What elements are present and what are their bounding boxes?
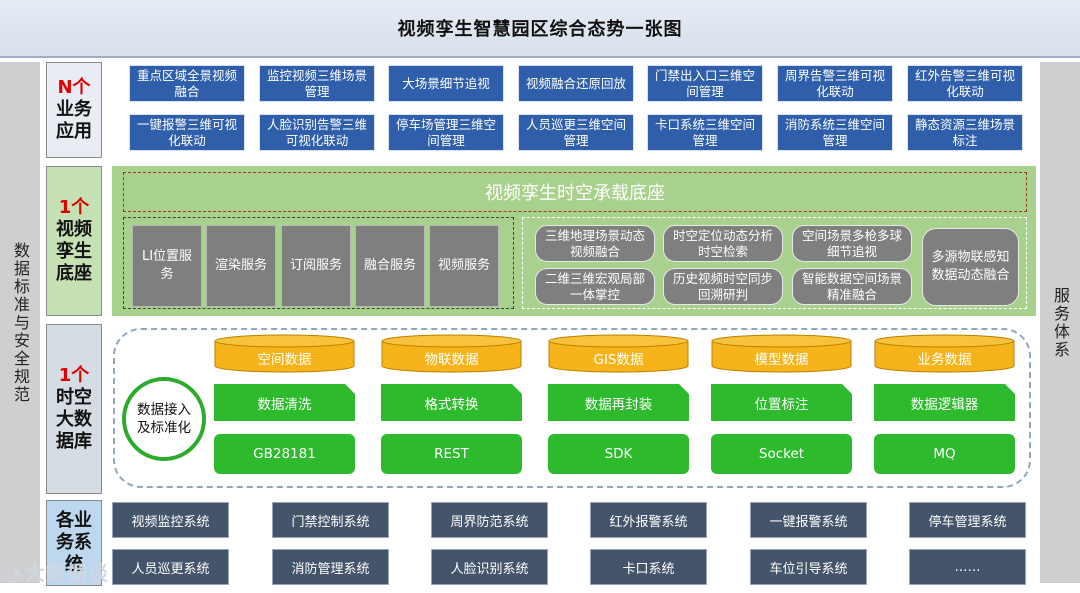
- capability-pill[interactable]: 历史视频时空同步回溯研判: [663, 268, 783, 305]
- protocol-box[interactable]: Socket: [711, 434, 852, 474]
- left-side-label: 数据标准与安全规范: [11, 241, 30, 404]
- capability-pill-large[interactable]: 多源物联感知数据动态融合: [922, 228, 1019, 306]
- processing-box[interactable]: 格式转换: [381, 384, 522, 421]
- database-cylinder[interactable]: 业务数据: [874, 334, 1015, 374]
- watermark-text: 大数据谈: [24, 561, 109, 585]
- cylinder-shape: [381, 334, 522, 373]
- app-box[interactable]: 一键报警三维可视化联动: [129, 114, 245, 151]
- service-box[interactable]: 订阅服务: [281, 225, 351, 307]
- service-box[interactable]: LI位置服务: [132, 225, 202, 307]
- layer-count: N个: [57, 77, 91, 98]
- protocol-box[interactable]: MQ: [874, 434, 1015, 474]
- layer-name: 业务应用: [56, 99, 92, 142]
- layer-label-business-systems: 各业务系统: [46, 500, 102, 586]
- processing-box[interactable]: 数据再封装: [548, 384, 689, 421]
- title-bar: 视频孪生智慧园区综合态势一张图: [0, 0, 1080, 58]
- app-box[interactable]: 重点区域全景视频融合: [129, 65, 245, 102]
- system-box[interactable]: ……: [909, 549, 1026, 585]
- system-box[interactable]: 人员巡更系统: [112, 549, 229, 585]
- system-box[interactable]: 视频监控系统: [112, 502, 229, 538]
- database-label: 物联数据: [424, 352, 479, 368]
- twin-base-header: 视频孪生时空承载底座: [123, 172, 1027, 212]
- left-side-bar: 数据标准与安全规范: [0, 62, 40, 583]
- capabilities-group: [522, 217, 1027, 309]
- database-label: 模型数据: [754, 352, 809, 368]
- system-box[interactable]: 红外报警系统: [590, 502, 707, 538]
- database-label: GIS数据: [593, 352, 644, 368]
- database-cylinder[interactable]: 空间数据: [214, 334, 355, 374]
- cylinder-shape: [548, 334, 689, 373]
- system-box[interactable]: 车位引导系统: [750, 549, 867, 585]
- capability-pill[interactable]: 三维地理场景动态视频融合: [535, 225, 655, 262]
- layer-name: 视频孪生底座: [56, 219, 92, 284]
- processing-box[interactable]: 数据清洗: [214, 384, 355, 421]
- services-group: [123, 217, 514, 309]
- database-label: 空间数据: [257, 352, 312, 368]
- app-box[interactable]: 大场景细节追视: [388, 65, 504, 102]
- database-cylinder[interactable]: 模型数据: [711, 334, 852, 374]
- service-box[interactable]: 视频服务: [429, 225, 499, 307]
- right-side-label: 服务体系: [1051, 286, 1070, 359]
- app-box[interactable]: 监控视频三维场景管理: [259, 65, 375, 102]
- service-box[interactable]: 渲染服务: [206, 225, 276, 307]
- app-box[interactable]: 红外告警三维可视化联动: [907, 65, 1023, 102]
- layer-label-business-apps: N个 业务应用: [46, 62, 102, 158]
- layer-name: 时空大数据库: [56, 387, 92, 452]
- layer-count: 1个: [58, 365, 90, 386]
- capability-pill[interactable]: 空间场景多枪多球细节追视: [792, 225, 912, 262]
- system-box[interactable]: 卡口系统: [590, 549, 707, 585]
- cylinder-shape: [214, 334, 355, 373]
- app-box[interactable]: 门禁出入口三维空间管理: [647, 65, 763, 102]
- processing-box[interactable]: 位置标注: [711, 384, 852, 421]
- app-box[interactable]: 人员巡更三维空间管理: [518, 114, 634, 151]
- system-box[interactable]: 周界防范系统: [431, 502, 548, 538]
- app-box[interactable]: 视频融合还原回放: [518, 65, 634, 102]
- database-label: 业务数据: [917, 352, 972, 368]
- watermark: ◔大数据谈: [6, 557, 109, 586]
- database-cylinder[interactable]: 物联数据: [381, 334, 522, 374]
- app-box[interactable]: 周界告警三维可视化联动: [777, 65, 893, 102]
- layer-label-twin-base: 1个 视频孪生底座: [46, 166, 102, 316]
- service-box[interactable]: 融合服务: [355, 225, 425, 307]
- right-side-bar: 服务体系: [1040, 62, 1080, 583]
- system-box[interactable]: 消防管理系统: [272, 549, 389, 585]
- data-access-circle[interactable]: 数据接入及标准化: [122, 377, 206, 461]
- protocol-box[interactable]: REST: [381, 434, 522, 474]
- chat-bubble-icon: ◔: [6, 564, 23, 585]
- cylinder-shape: [874, 334, 1015, 373]
- capability-pill[interactable]: 智能数据空间场景精准融合: [792, 268, 912, 305]
- system-box[interactable]: 门禁控制系统: [272, 502, 389, 538]
- system-box[interactable]: 停车管理系统: [909, 502, 1026, 538]
- capability-pill[interactable]: 时空定位动态分析时空检索: [663, 225, 783, 262]
- layer-count: 1个: [58, 197, 90, 218]
- page-title: 视频孪生智慧园区综合态势一张图: [397, 19, 683, 40]
- app-box[interactable]: 消防系统三维空间管理: [777, 114, 893, 151]
- processing-box[interactable]: 数据逻辑器: [874, 384, 1015, 421]
- protocol-box[interactable]: GB28181: [214, 434, 355, 474]
- business-systems-panel: [108, 497, 1036, 587]
- database-cylinder[interactable]: GIS数据: [548, 334, 689, 374]
- layer-name: 各业务系统: [56, 510, 92, 575]
- spatiotemporal-db-frame: [113, 328, 1031, 488]
- app-box[interactable]: 停车场管理三维空间管理: [388, 114, 504, 151]
- cylinder-shape: [711, 334, 852, 373]
- system-box[interactable]: 人脸识别系统: [431, 549, 548, 585]
- system-box[interactable]: 一键报警系统: [750, 502, 867, 538]
- protocol-box[interactable]: SDK: [548, 434, 689, 474]
- app-box[interactable]: 静态资源三维场景标注: [907, 114, 1023, 151]
- app-box[interactable]: 人脸识别告警三维可视化联动: [259, 114, 375, 151]
- capability-pill[interactable]: 二维三维宏观局部一体掌控: [535, 268, 655, 305]
- app-box[interactable]: 卡口系统三维空间管理: [647, 114, 763, 151]
- layer-label-spatiotemporal-db: 1个 时空大数据库: [46, 324, 102, 494]
